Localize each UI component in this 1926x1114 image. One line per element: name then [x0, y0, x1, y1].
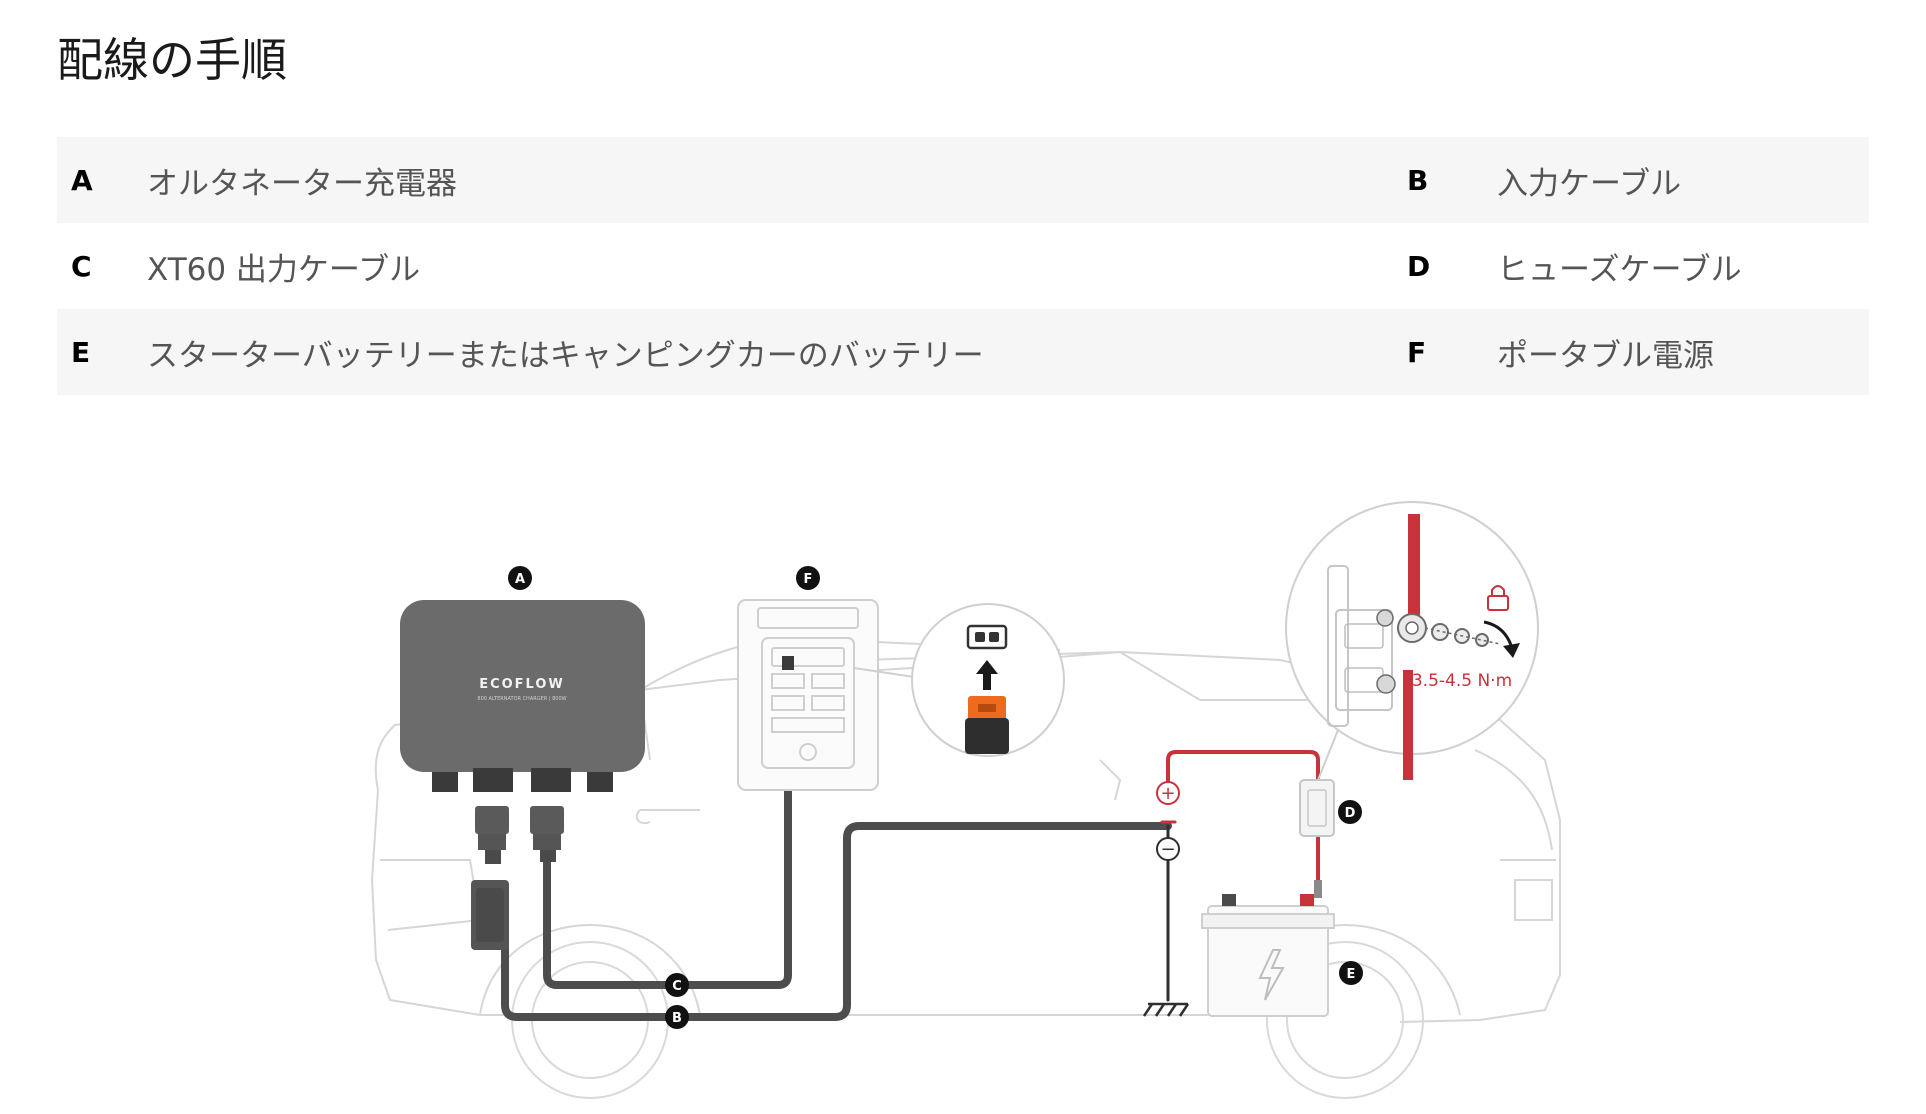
badge-f: F	[796, 566, 820, 590]
plus-symbol: +	[1160, 783, 1175, 804]
page-title: 配線の手順	[57, 33, 287, 87]
positive-terminal-symbol: +	[1156, 781, 1180, 805]
badge-d: D	[1338, 800, 1362, 824]
portable-power-station	[737, 599, 879, 791]
legend-key: B	[1407, 163, 1429, 197]
ground-icon	[1142, 1002, 1190, 1017]
svg-text:F: F	[804, 572, 813, 587]
fuse	[1299, 779, 1335, 837]
legend-label: 入力ケーブル	[1497, 165, 1682, 202]
cable-connector	[471, 806, 509, 950]
legend-row: C XT60 出力ケーブル D ヒューズケーブル	[57, 223, 1869, 309]
svg-text:C: C	[672, 979, 682, 994]
rotate-arrow-icon	[1483, 620, 1514, 649]
badge-b: B	[665, 1005, 689, 1029]
charger-brand: ECOFLOW	[479, 677, 565, 692]
lock-icon	[1487, 585, 1509, 611]
legend-row: A オルタネーター充電器 B 入力ケーブル	[57, 137, 1869, 223]
terminal-zoom-inset: 3.5-4.5 N·m	[1285, 501, 1539, 781]
svg-text:E: E	[1347, 967, 1356, 982]
input-cable	[501, 822, 1172, 1021]
alternator-charger: ECOFLOW 800 ALTERNATOR CHARGER | 800W	[400, 600, 645, 792]
badge-c: C	[665, 973, 689, 997]
up-arrow-icon	[976, 660, 998, 690]
cable-connector	[530, 806, 564, 862]
legend-key: F	[1407, 335, 1427, 369]
positive-cable	[1166, 750, 1320, 792]
svg-text:B: B	[672, 1011, 682, 1026]
battery	[1201, 894, 1335, 1017]
wheel	[1266, 941, 1424, 1099]
svg-text:D: D	[1345, 806, 1356, 821]
minus-symbol: −	[1160, 839, 1175, 860]
legend-label: XT60 出力ケーブル	[147, 251, 421, 288]
legend-label: オルタネーター充電器	[147, 165, 457, 202]
legend-key: A	[71, 163, 93, 197]
legend-label: ポータブル電源	[1497, 337, 1714, 374]
legend-key: D	[1407, 249, 1431, 283]
legend-key: E	[71, 335, 91, 369]
torque-spec: 3.5-4.5 N·m	[1412, 671, 1512, 691]
legend-label: スターターバッテリーまたはキャンピングカーのバッテリー	[147, 337, 984, 374]
wiring-diagram: ECOFLOW 800 ALTERNATOR CHARGER | 800W	[370, 501, 1561, 1099]
legend-label: ヒューズケーブル	[1497, 251, 1742, 288]
xt60-plug	[782, 656, 794, 670]
parts-legend: A オルタネーター充電器 B 入力ケーブル C XT60 出力ケーブル D ヒュ…	[57, 137, 1869, 395]
legend-key: C	[71, 249, 92, 283]
xt60-zoom-inset	[853, 603, 1065, 757]
lightning-icon	[1258, 949, 1285, 1001]
svg-text:A: A	[515, 572, 525, 587]
badge-a: A	[508, 566, 532, 590]
negative-terminal-symbol: −	[1156, 837, 1180, 861]
battery-terminal-connector	[1314, 880, 1322, 898]
legend-row: E スターターバッテリーまたはキャンピングカーのバッテリー F ポータブル電源	[57, 309, 1869, 395]
badge-e: E	[1339, 961, 1363, 985]
charger-model: 800 ALTERNATOR CHARGER | 800W	[477, 696, 566, 702]
